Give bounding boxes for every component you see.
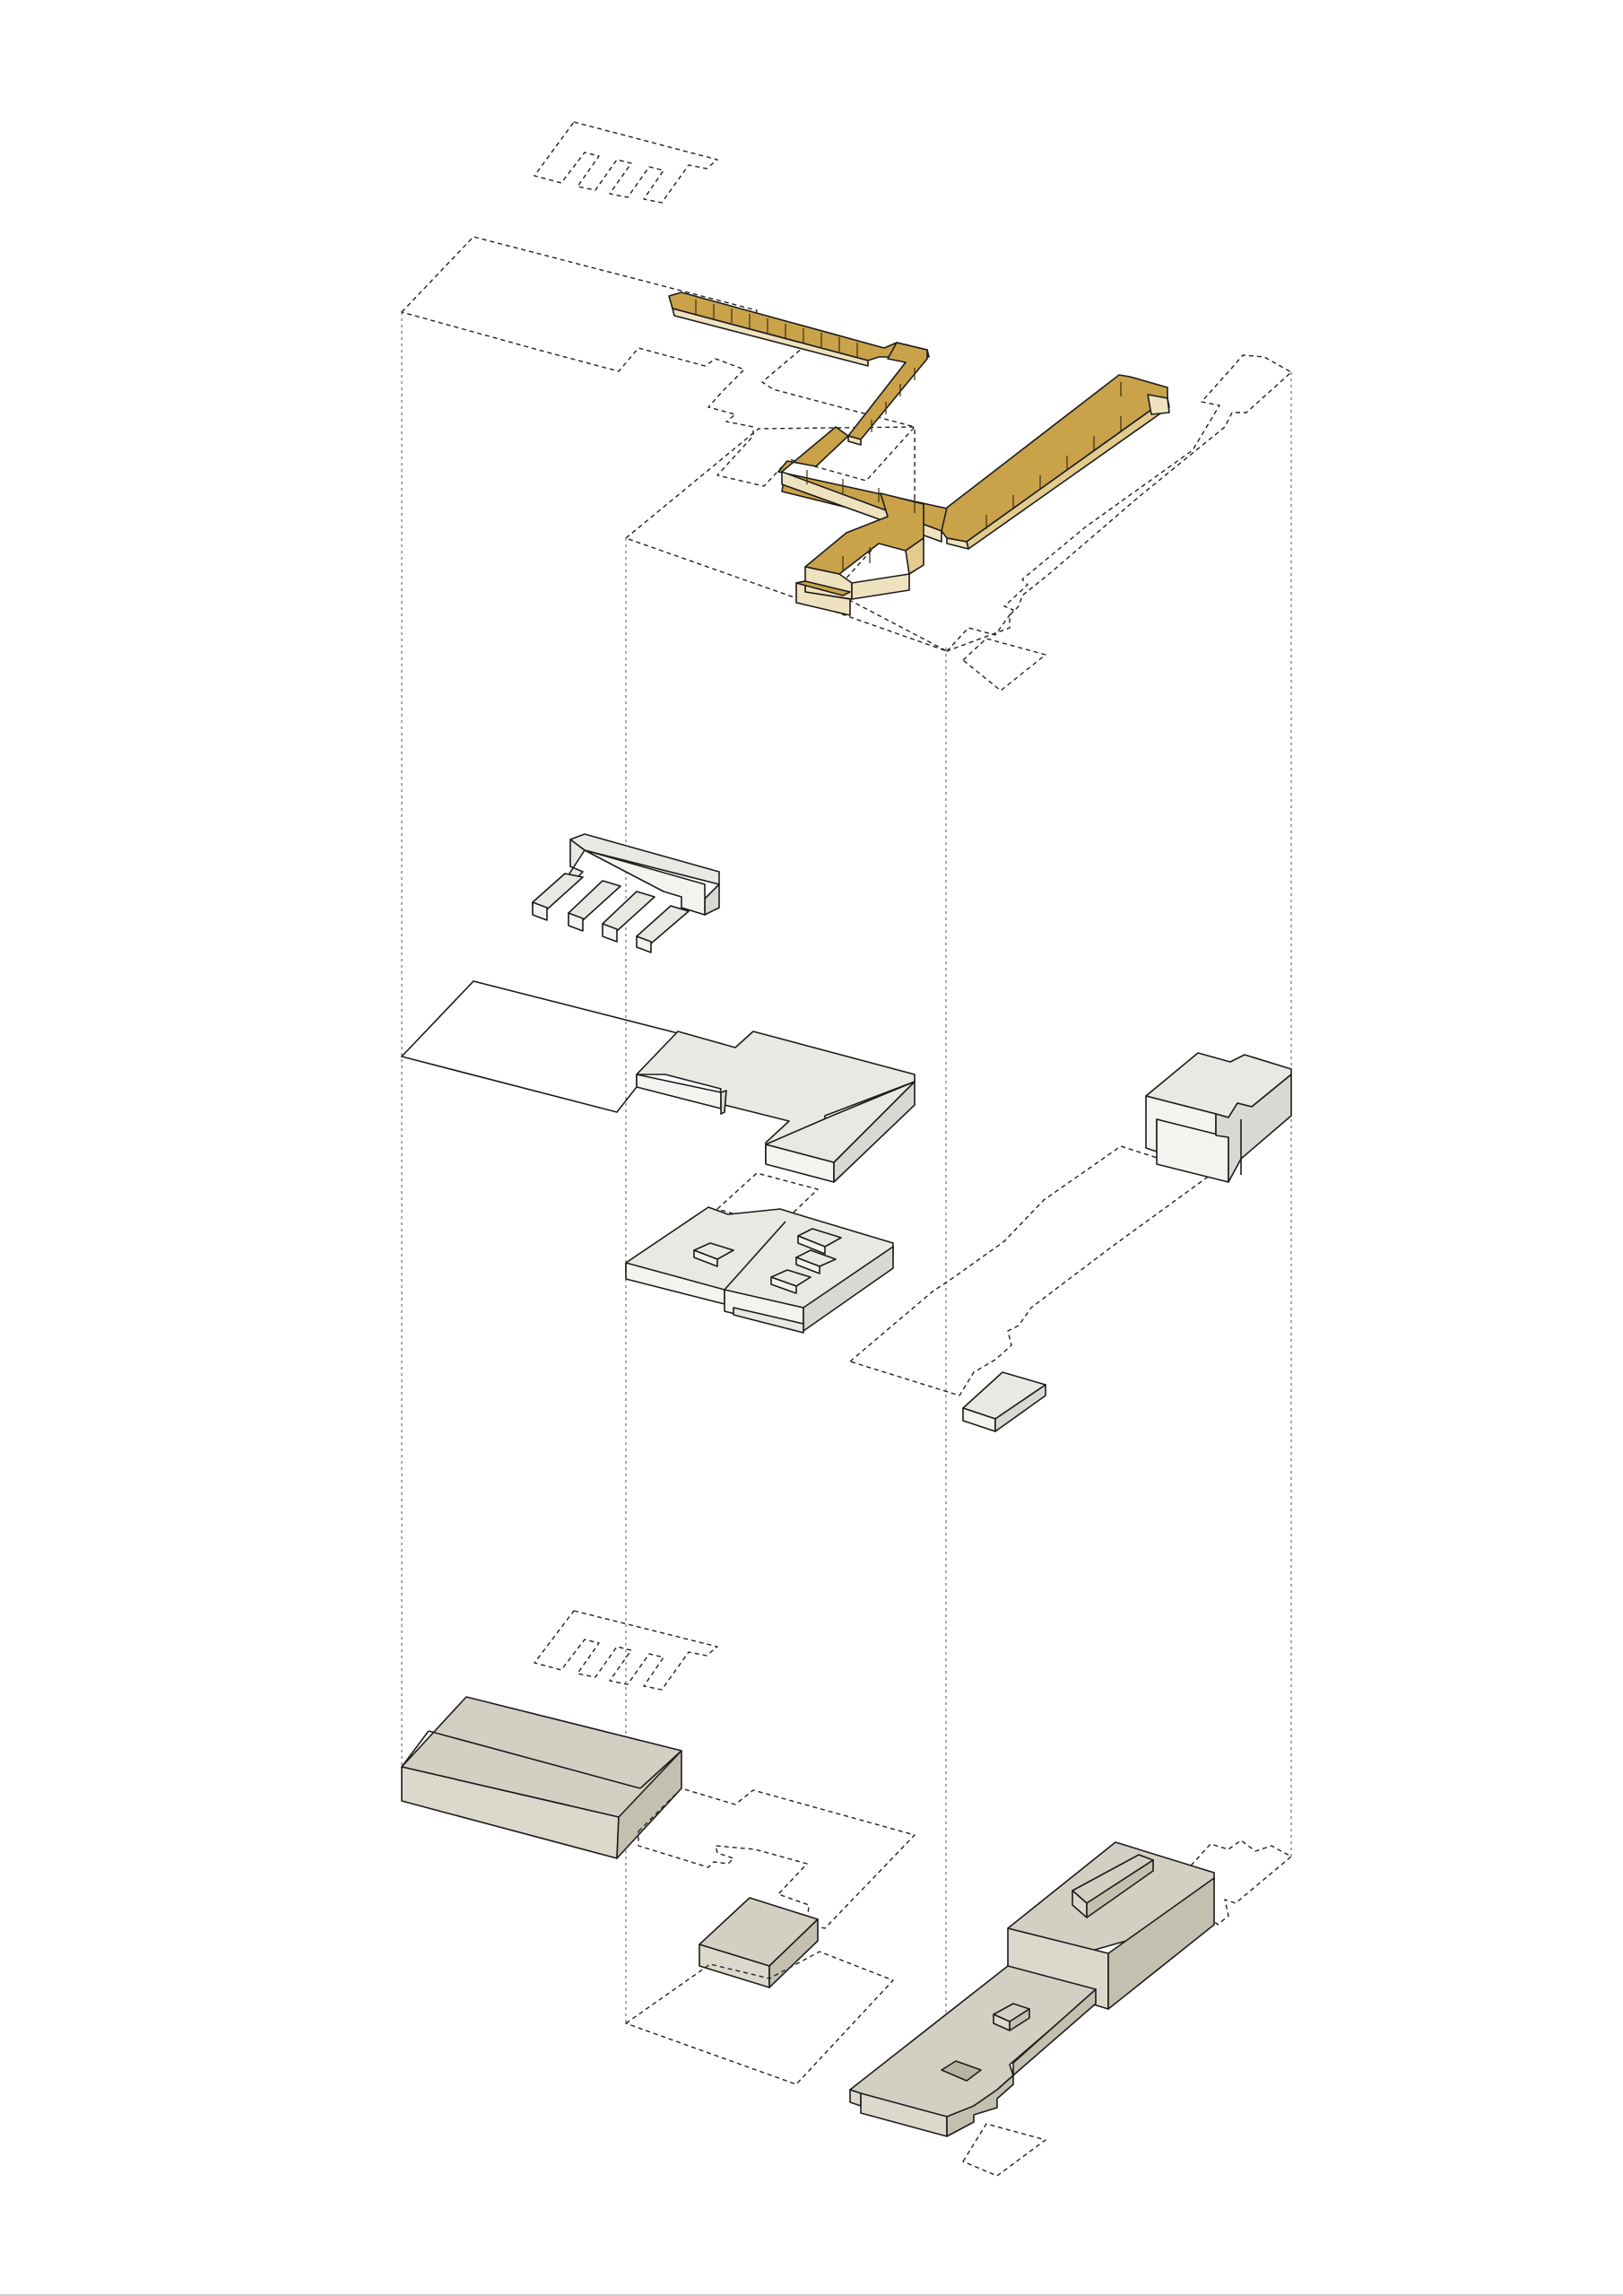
right-compound-block xyxy=(849,1841,1215,2137)
left-footprint-top xyxy=(401,236,916,487)
right-footprint-top xyxy=(946,354,1292,652)
left-outline-plate xyxy=(400,980,680,1113)
comb-footprint-top xyxy=(534,121,718,204)
connector-footprint-bottom xyxy=(638,1787,916,1929)
bottom-border xyxy=(0,2294,1623,2296)
small-block-middle xyxy=(962,1371,1046,1432)
long-hall-block xyxy=(401,1696,682,1859)
l-shaped-block xyxy=(636,1031,916,1183)
comb-footprint-bottom xyxy=(534,1610,718,1691)
bottom-layer xyxy=(401,1610,1292,2177)
comb-block xyxy=(532,833,720,953)
roof-units-block xyxy=(625,1206,894,1334)
right-footprint-bottom xyxy=(1174,1839,1292,1926)
middle-layer xyxy=(400,833,1292,1432)
small-footprint-top xyxy=(962,638,1046,691)
walkway-posts xyxy=(695,300,1122,570)
golden-walkway-structure xyxy=(668,291,1170,616)
small-footprint-bottom xyxy=(962,2123,1046,2177)
right-tower-block xyxy=(1145,1052,1292,1183)
top-layer xyxy=(401,121,1292,691)
connector-footprint-middle xyxy=(716,1172,819,1228)
right-footprint-middle xyxy=(849,1145,1211,1396)
central-block-bottom xyxy=(699,1897,819,1988)
lower-plate-footprint xyxy=(625,1951,894,2085)
central-footprint-top xyxy=(625,426,948,652)
